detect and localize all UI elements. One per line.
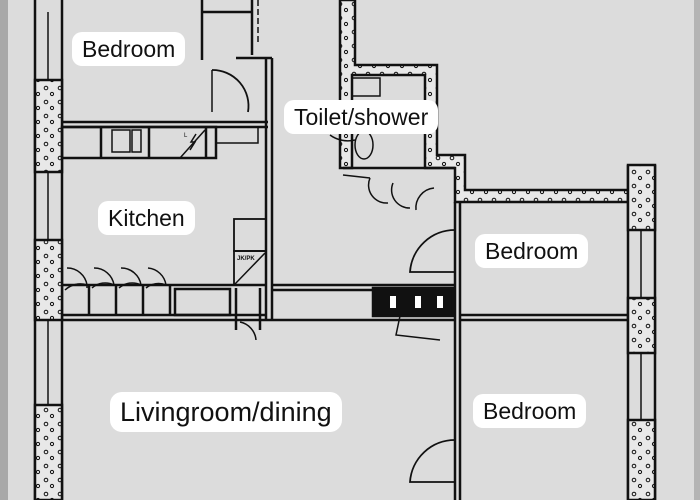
- hatched-wall: [33, 238, 64, 322]
- appliance-label: L: [184, 133, 188, 139]
- hatched-wall: [33, 78, 64, 174]
- room-label-kitchen: Kitchen: [98, 201, 195, 235]
- room-label-bedroom-top-left: Bedroom: [72, 32, 186, 66]
- electrical-cabinet-label: JK/PK: [237, 256, 255, 262]
- room-label-living-dining: Livingroom/dining: [110, 392, 342, 432]
- walls: [33, 0, 657, 500]
- wardrobe-door: [145, 282, 167, 289]
- sink: [111, 129, 131, 153]
- door-arc: [409, 439, 456, 483]
- hatched-wall: [33, 403, 64, 500]
- cabinet-slots: [390, 296, 443, 308]
- room-label-bedroom-right-upper: Bedroom: [475, 234, 589, 268]
- toilet: [354, 130, 374, 160]
- wardrobe-door: [118, 282, 142, 289]
- room-label-toilet-shower: Toilet/shower: [284, 100, 439, 134]
- wardrobe-door: [91, 282, 115, 289]
- right-edge-strip: [694, 0, 700, 500]
- left-edge-strip: [0, 0, 8, 500]
- hatched-wall: [626, 163, 657, 232]
- door-arc: [409, 229, 456, 273]
- room-label-bedroom-right-lower: Bedroom: [473, 394, 587, 428]
- electric-icon: [189, 133, 197, 151]
- washbasin: [351, 77, 381, 97]
- hatched-wall: [626, 296, 657, 355]
- hatched-wall: [626, 418, 657, 500]
- door-arc: [211, 69, 250, 113]
